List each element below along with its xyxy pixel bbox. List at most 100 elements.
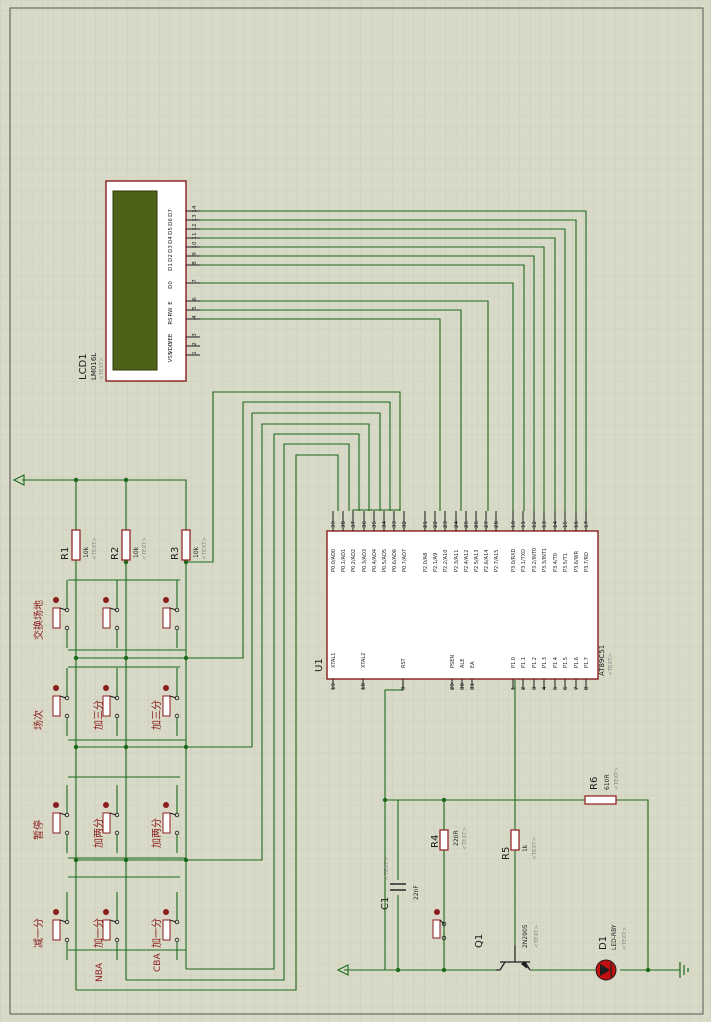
q1-text-tag: <TEXT> — [534, 925, 540, 948]
wire-r6 — [616, 799, 649, 970]
mcu-top-pin-name: P3.1/TXD — [521, 549, 527, 572]
mcu-bottom-pin-number: 3 — [532, 686, 538, 690]
mcu-top-pins: 39P0.0/AD038P0.1/AD137P0.2/AD236P0.3/AD3… — [331, 511, 590, 572]
mcu-top-pin-name: P3.2/INT0 — [532, 548, 538, 572]
lcd-pin-name: RS — [168, 317, 174, 325]
mcu-bottom-pins: 19XTAL118XTAL29RST29PSEN30ALE31EA1P1.02P… — [331, 653, 590, 690]
mcu-top-pin-number: 28 — [494, 521, 500, 528]
wire-d1 — [200, 264, 525, 511]
label-cba: CBA — [153, 953, 163, 972]
push-button[interactable] — [162, 580, 180, 648]
push-button[interactable] — [52, 892, 70, 960]
wire-d3 — [200, 246, 545, 511]
mcu-bottom-pin-number: 2 — [521, 687, 527, 691]
mcu-top-pin-number: 24 — [454, 521, 460, 528]
mcu-bottom-pin-number: 5 — [553, 686, 559, 690]
lcd-pin-number: 1 — [192, 351, 198, 355]
mcu-bottom-pin-number: 4 — [542, 686, 548, 690]
label-pause: 暂停 — [32, 820, 45, 840]
c1-value: 22nF — [413, 885, 420, 900]
led-d1[interactable] — [595, 959, 617, 981]
mcu-top-pin-number: 17 — [584, 521, 590, 528]
c1-text-tag: <TEXT> — [384, 857, 390, 880]
push-button[interactable] — [162, 892, 180, 960]
label-add-two-right: 加两分 — [151, 818, 163, 848]
mcu-bottom-pin-name: P1.2 — [532, 657, 538, 668]
mcu-top-pin-name: P3.5/T1 — [563, 553, 569, 572]
resistor-r5[interactable] — [510, 829, 520, 851]
mcu-bottom-pin-name: P1.5 — [563, 657, 569, 668]
push-button[interactable] — [52, 580, 70, 648]
mcu-bottom-pin-number: 9 — [401, 686, 407, 690]
resistor-r4[interactable] — [439, 829, 449, 851]
r5-value: 1k — [522, 844, 529, 852]
button-matrix — [52, 580, 180, 960]
push-button[interactable] — [102, 785, 120, 853]
r6-text-tag: <TEXT> — [614, 767, 620, 790]
reset-button[interactable] — [432, 909, 447, 941]
r4-ref: R4 — [430, 835, 441, 848]
wire-rw — [200, 309, 462, 511]
mcu-ref: U1 — [314, 658, 325, 672]
mcu-top-pin-name: P3.6/WR — [574, 550, 580, 572]
mcu-top-pin-number: 35 — [372, 521, 378, 528]
mcu-top-pin-name: P3.0/RXD — [511, 548, 517, 572]
junctions — [73, 477, 651, 973]
lcd-pin-name: D1 — [168, 263, 174, 271]
wire-rs — [200, 318, 441, 511]
push-button[interactable] — [52, 668, 70, 736]
lcd-pin-name: VEE — [168, 333, 174, 344]
r4-value: 220R — [453, 830, 460, 846]
resistor-r2[interactable] — [121, 529, 131, 561]
transistor-q1[interactable] — [496, 945, 531, 971]
lcd-pin-name: E — [168, 301, 174, 305]
lcd-pin-number: 12 — [192, 224, 198, 231]
mcu-body[interactable] — [326, 530, 599, 680]
push-button[interactable] — [102, 580, 120, 648]
d1-text-tag: <TEXT> — [622, 927, 628, 950]
mcu-bottom-pin-name: P1.3 — [542, 657, 548, 668]
mcu-top-pin-name: P0.7/AD7 — [402, 549, 408, 572]
lcd-pin-number: 11 — [192, 233, 198, 240]
mcu-bottom-pin-name: PSEN — [450, 655, 456, 668]
r5-ref: R5 — [501, 847, 512, 860]
mcu-top-pin-name: P2.2/A10 — [443, 550, 449, 572]
mcu-top-pin-number: 25 — [464, 521, 470, 528]
mcu-bottom-pin-name: XTAL2 — [361, 653, 367, 668]
mcu-part: AT89C51 — [598, 645, 606, 676]
mcu-bottom-pin-name: P1.7 — [584, 657, 590, 668]
push-button[interactable] — [52, 785, 70, 853]
push-button[interactable] — [102, 668, 120, 736]
r3-text-tag: <TEXT> — [202, 537, 208, 560]
lcd-pin-number: 10 — [192, 241, 198, 248]
push-button[interactable] — [162, 668, 180, 736]
resistor-r3[interactable] — [181, 529, 191, 561]
mcu-bottom-pin-number: 19 — [331, 683, 337, 690]
lcd-pin-name: D2 — [168, 254, 174, 262]
d1-ref: D1 — [598, 936, 609, 950]
r1-text-tag: <TEXT> — [92, 537, 98, 560]
r6-value: 610R — [604, 774, 611, 790]
wire-p02-col — [76, 412, 381, 748]
push-button[interactable] — [102, 892, 120, 960]
lcd-pin-number: 2 — [192, 342, 198, 346]
ground-terminal-left-icon — [336, 964, 349, 976]
label-add-three-right: 加三分 — [151, 700, 163, 730]
wire-d7 — [200, 210, 587, 511]
ground-symbol-icon — [679, 962, 689, 978]
resistor-r6[interactable] — [584, 795, 617, 805]
mcu-top-pin-number: 23 — [443, 521, 449, 528]
label-minus-one: 减一分 — [33, 918, 45, 948]
mcu-top-pin-name: P3.7/RD — [584, 552, 590, 572]
mcu-top-pin-number: 37 — [351, 521, 357, 528]
lcd-pin-name: D4 — [168, 236, 174, 244]
mcu-top-pin-number: 36 — [362, 521, 368, 528]
mcu-bottom-pin-name: P1.6 — [574, 657, 580, 668]
resistor-r1[interactable] — [71, 529, 81, 561]
push-button[interactable] — [162, 785, 180, 853]
lcd-pin-number: 3 — [192, 333, 198, 337]
capacitor-c1[interactable] — [390, 883, 406, 891]
lcd-module[interactable] — [105, 180, 187, 382]
mcu-top-pin-number: 21 — [423, 521, 429, 528]
